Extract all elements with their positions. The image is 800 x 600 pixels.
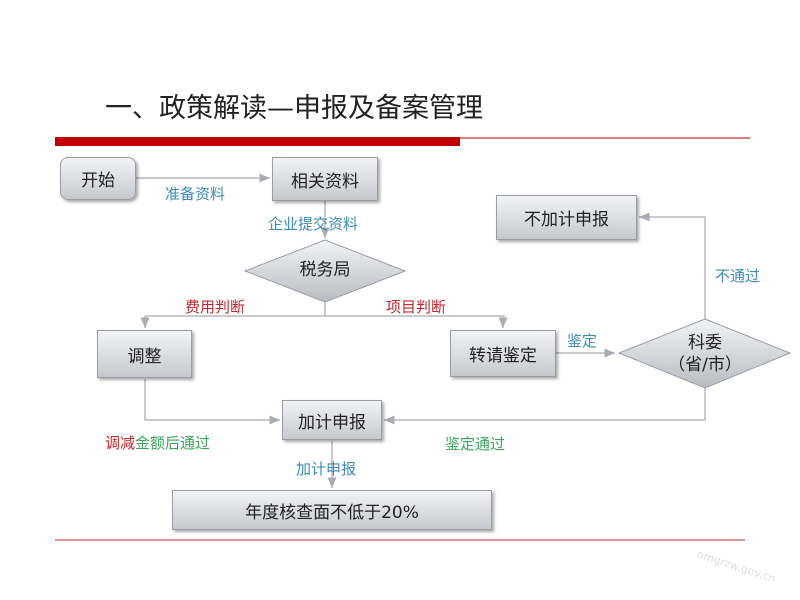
- reduce-red-text: 调减: [105, 434, 136, 452]
- adjust-node: 调整: [97, 330, 192, 378]
- edge-label-appraise: 鉴定: [567, 332, 598, 350]
- edge-label-prepare: 准备资料: [165, 185, 226, 203]
- transfer-appraisal-node: 转请鉴定: [450, 330, 556, 377]
- page-title: 一、政策解读—申报及备案管理: [105, 93, 483, 124]
- edge-label-submit: 企业提交资料: [268, 215, 359, 233]
- edge-label-declare: 加计申报: [296, 460, 357, 478]
- deduction-node: 加计申报: [282, 400, 382, 440]
- title-red-bar: [55, 137, 460, 146]
- science-committee-label: 科委（省/市）: [645, 332, 765, 376]
- edge-label-reject: 不通过: [715, 267, 761, 285]
- reduce-green-text: 金额后通过: [135, 434, 211, 452]
- tax-bureau-diamond: [243, 239, 407, 303]
- no-deduction-node: 不加计申报: [496, 195, 637, 240]
- science-committee-line2: （省/市）: [668, 355, 742, 375]
- start-node: 开始: [60, 157, 136, 200]
- edge-label-appraise-pass: 鉴定通过: [445, 435, 506, 453]
- science-committee-diamond: [617, 318, 792, 389]
- edge-label-expense: 费用判断: [185, 298, 246, 316]
- tax-bureau-label: 税务局: [299, 260, 351, 280]
- materials-node: 相关资料: [272, 157, 378, 201]
- annual-check-node: 年度核查面不低于20%: [172, 490, 492, 530]
- science-committee-line1: 科委: [688, 333, 722, 353]
- edge-label-reduce: 调减金额后通过: [105, 432, 210, 453]
- edge-label-project: 项目判断: [386, 298, 447, 316]
